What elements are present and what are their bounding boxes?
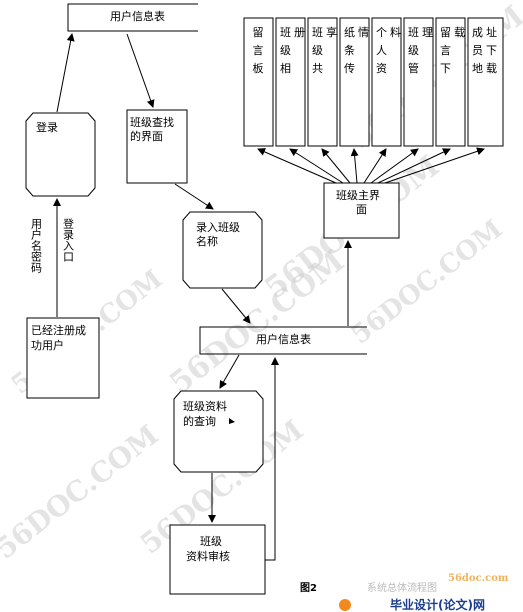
site-logo: 毕业设计(论文)网 [339, 597, 485, 612]
module-boxes [243, 17, 504, 147]
edge-main-to-module [257, 148, 337, 184]
input-class-name-line1: 录入班级 [196, 221, 240, 234]
figure-caption: 图2 系统总体流程图 56doc.com 毕业设计(论文)网 [300, 573, 509, 612]
module-box [371, 17, 402, 147]
class-search-node: 班级查找 的界面 [126, 109, 188, 184]
module-label: 个人资料 [376, 25, 401, 75]
watermark: 56doc.com [448, 573, 509, 584]
edges [53, 33, 485, 561]
module-box [403, 17, 434, 147]
module-label: 班级共享 [312, 25, 337, 75]
edge-main-to-module [384, 147, 485, 184]
edge-main-to-module [350, 148, 359, 184]
user-info-table-mid: 用户信息表 [199, 326, 367, 355]
module-labels: 留言板 班级相册班级共享纸条传情个人资料班级管理留言下载成员地址下载 [253, 25, 498, 75]
module-box [339, 17, 370, 147]
module-label: 留言板 [253, 26, 264, 75]
module-box [435, 17, 466, 147]
module-box [307, 17, 338, 147]
logo-mark-icon [339, 599, 351, 611]
edge-label-name-password: 用户名密码 [30, 218, 43, 274]
edge-main-to-module [363, 148, 387, 184]
registered-user-line1: 已经注册成 [31, 323, 86, 337]
user-info-table-mid-label: 用户信息表 [256, 332, 311, 346]
class-main-node: 班级主界 面 [323, 182, 400, 239]
class-review-node: 班级 资料审核 [169, 524, 266, 595]
edge-search-to-input [174, 183, 214, 210]
module-label: 成员地址下载 [472, 25, 497, 75]
module-box [243, 17, 274, 147]
edge-user-table-to-query [219, 354, 240, 389]
edge-main-to-module [370, 148, 419, 184]
class-search-label-line2: 的界面 [130, 129, 163, 143]
module-label: 纸条传情 [344, 26, 369, 75]
login-node: 登录 [25, 112, 96, 197]
registered-user-node: 已经注册成 功用户 [26, 317, 100, 399]
input-class-name-node: 录入班级 名称 [182, 211, 263, 289]
user-info-table-top: 用户信息表 [67, 3, 198, 32]
class-main-line1: 班级主界 [336, 189, 380, 202]
figure-number: 图2 [300, 582, 317, 594]
edge-main-to-module [321, 148, 351, 184]
class-query-node: 班级资料 的查询 [173, 390, 264, 473]
cursor-icon [229, 418, 235, 424]
edge-review-to-user-table [265, 357, 279, 561]
module-box [275, 17, 306, 147]
input-class-name-line2: 名称 [196, 234, 218, 248]
registered-user-line2: 功用户 [31, 338, 64, 352]
edge-user-table-to-search [126, 33, 155, 108]
edge-main-to-module [377, 148, 451, 184]
class-search-label-line1: 班级查找 [130, 115, 174, 129]
module-label: 班级相册 [280, 26, 305, 75]
module-label: 留言下载 [440, 26, 465, 75]
user-info-table-top-label: 用户信息表 [110, 9, 165, 23]
edge-label-login-entry: 登录入口 [62, 217, 75, 262]
class-review-line2: 资料审核 [186, 549, 230, 563]
edge-main-to-module [289, 148, 344, 184]
class-main-line2: 面 [356, 203, 367, 216]
figure-title-faint: 系统总体流程图 [367, 581, 437, 594]
class-review-line1: 班级 [200, 535, 222, 548]
module-box [467, 17, 504, 147]
edge-login-to-user-table [56, 33, 75, 113]
login-label: 登录 [36, 120, 58, 134]
class-query-line2: 的查询 [183, 414, 216, 428]
site-logo-text: 毕业设计(论文)网 [390, 597, 485, 612]
class-query-line1: 班级资料 [183, 399, 227, 413]
module-label: 班级管理 [408, 26, 433, 75]
edge-input-to-user-table [221, 288, 251, 324]
